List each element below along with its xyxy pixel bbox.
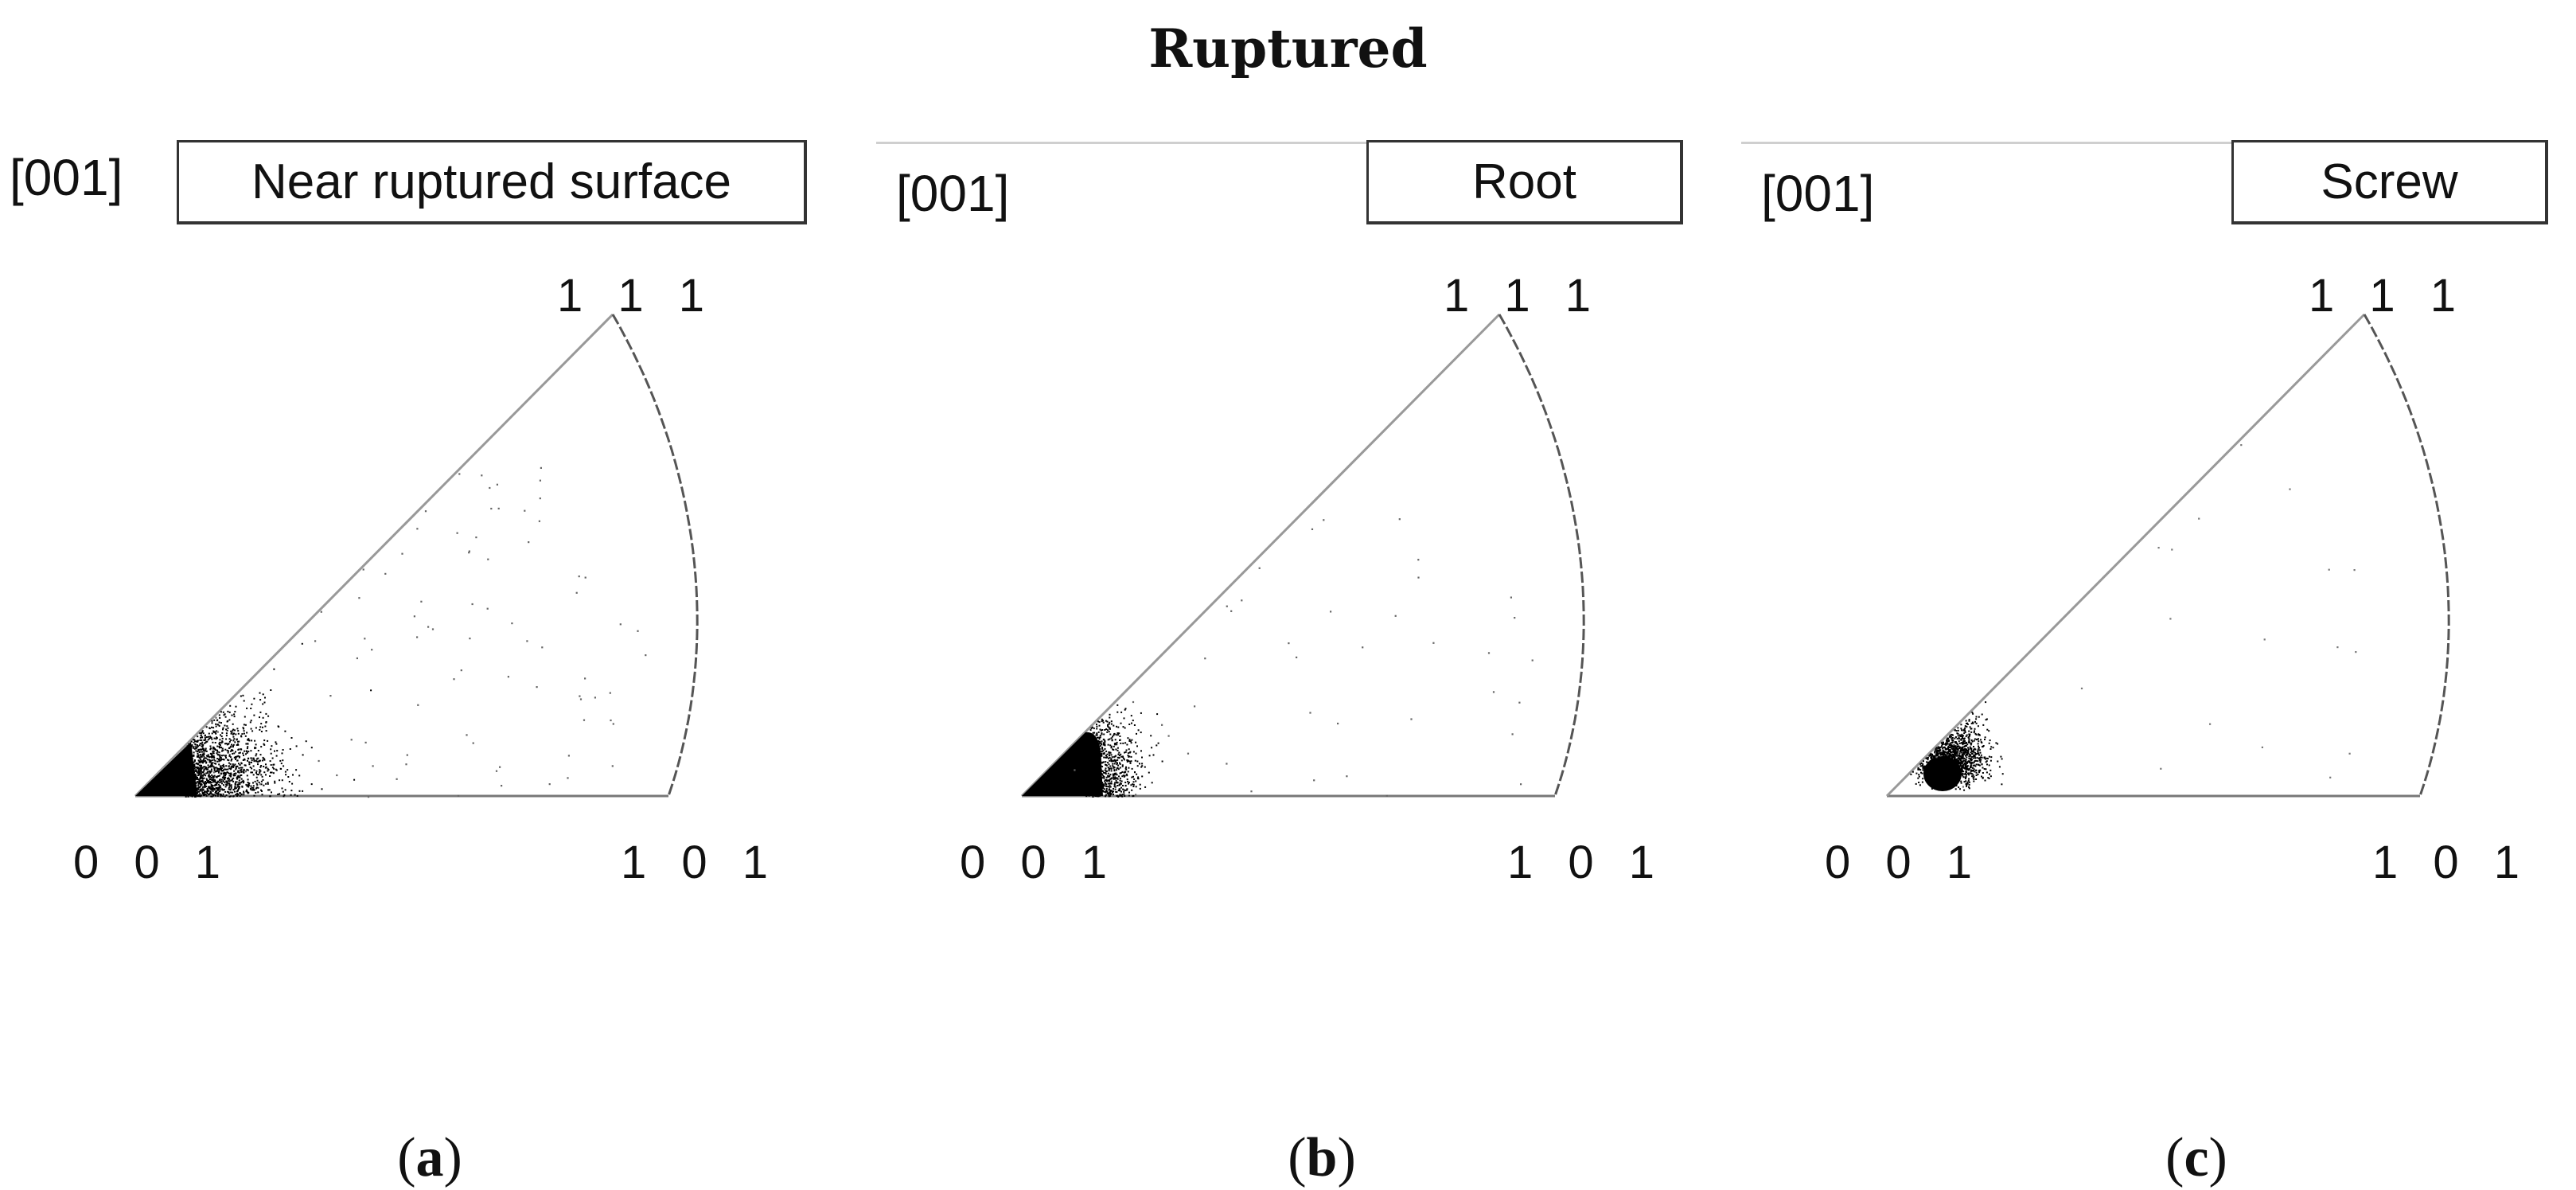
orientation-points [1022, 518, 1534, 798]
corner-label-111: 1 1 1 [2309, 270, 2467, 322]
figure-title: Ruptured [1148, 18, 1428, 80]
corner-label-001: 0 0 1 [1825, 837, 1983, 888]
edge-001-111 [1020, 313, 1501, 798]
point-cluster [135, 742, 197, 796]
region-label-box: Screw [2231, 140, 2548, 224]
orientation-points [135, 466, 647, 798]
edge-arc-111-101 [1498, 314, 1585, 797]
corner-label-101: 1 0 1 [1507, 837, 1666, 888]
panel-a: [001] Near ruptured surface 1 1 1 0 0 1 … [0, 119, 859, 1188]
point-cluster [1022, 732, 1103, 796]
region-label-box: Root [1366, 140, 1683, 224]
triangle-outline [134, 313, 699, 798]
inverse-pole-figure [1020, 313, 1585, 798]
corner-label-111: 1 1 1 [557, 270, 715, 322]
triangle-outline [1020, 313, 1585, 798]
orientation-points [1910, 444, 2357, 791]
edge-001-111 [134, 313, 614, 798]
edge-arc-111-101 [2363, 314, 2450, 797]
edge-arc-111-101 [611, 314, 699, 797]
panel-caption: (c) [2165, 1127, 2227, 1188]
corner-label-111: 1 1 1 [1444, 270, 1602, 322]
corner-label-101: 1 0 1 [621, 837, 779, 888]
panel-caption: (a) [397, 1127, 462, 1188]
inverse-pole-figure [134, 313, 699, 798]
inverse-pole-figure [1885, 313, 2450, 798]
direction-label: [001] [896, 165, 1010, 222]
header-rule [876, 142, 1385, 144]
direction-label: [001] [10, 149, 123, 206]
corner-label-001: 0 0 1 [960, 837, 1118, 888]
panel-caption: (b) [1288, 1127, 1356, 1188]
triangle-outline [1885, 313, 2450, 798]
corner-label-001: 0 0 1 [73, 837, 232, 888]
direction-label: [001] [1761, 165, 1875, 222]
header-rule [1741, 142, 2251, 144]
panel-c: [001] Screw 1 1 1 0 0 1 1 0 1 (c) [1717, 119, 2576, 1188]
panel-b: [001] Root 1 1 1 0 0 1 1 0 1 (b) [859, 119, 1717, 1188]
region-label-box: Near ruptured surface [177, 140, 807, 224]
edge-001-111 [1885, 313, 2366, 798]
corner-label-101: 1 0 1 [2372, 837, 2531, 888]
